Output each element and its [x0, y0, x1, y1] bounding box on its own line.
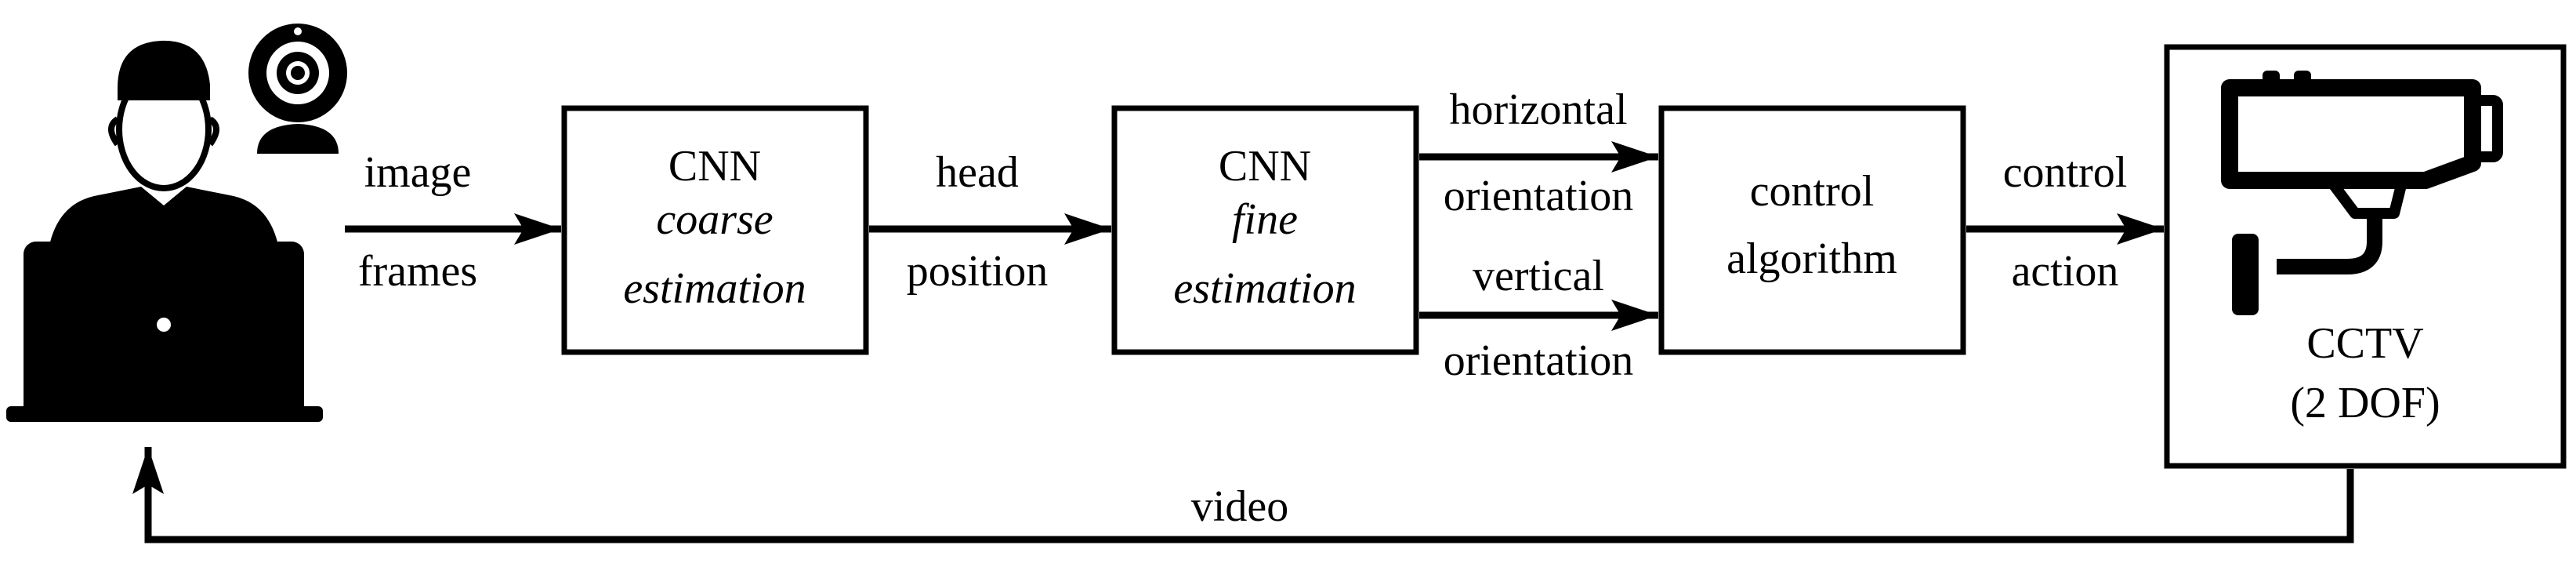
control-block-title: control [1750, 167, 1875, 216]
control-block-subtitle: algorithm [1726, 234, 1897, 283]
user-icon [47, 40, 281, 259]
webcam-icon [248, 24, 347, 154]
image-frames-label-1: image [364, 148, 472, 197]
laptop-icon [6, 242, 323, 422]
control-algorithm-block: control algorithm [1658, 105, 1966, 355]
head-position-label-1: head [936, 148, 1019, 197]
cnn-fine-block: CNN fine estimation [1111, 105, 1419, 355]
cnn-coarse-title: CNN [668, 142, 761, 191]
video-label: video [1191, 482, 1288, 531]
head-position-label-2: position [907, 247, 1048, 296]
vertical-label-1: vertical [1473, 252, 1604, 300]
cnn-fine-subtitle-2: estimation [1173, 264, 1356, 313]
control-action-label-2: action [2012, 247, 2119, 296]
video-feedback-arrow [132, 447, 2354, 543]
cnn-coarse-subtitle: coarse [656, 195, 773, 244]
cctv-label: CCTV [2306, 319, 2423, 368]
cnn-coarse-block: CNN coarse estimation [561, 105, 869, 355]
horizontal-label-1: horizontal [1449, 85, 1627, 134]
cctv-camera-icon [2221, 71, 2503, 315]
image-frames-label-2: frames [358, 247, 477, 296]
vertical-label-2: orientation [1444, 336, 1634, 385]
cctv-dof-label: (2 DOF) [2290, 379, 2440, 427]
cnn-coarse-subtitle-2: estimation [623, 264, 806, 313]
cnn-fine-title: CNN [1219, 142, 1311, 191]
control-action-label-1: control [2003, 148, 2128, 197]
cctv-block: CCTV (2 DOF) [2164, 44, 2567, 469]
horizontal-label-2: orientation [1444, 172, 1634, 220]
cnn-fine-subtitle: fine [1232, 195, 1298, 244]
